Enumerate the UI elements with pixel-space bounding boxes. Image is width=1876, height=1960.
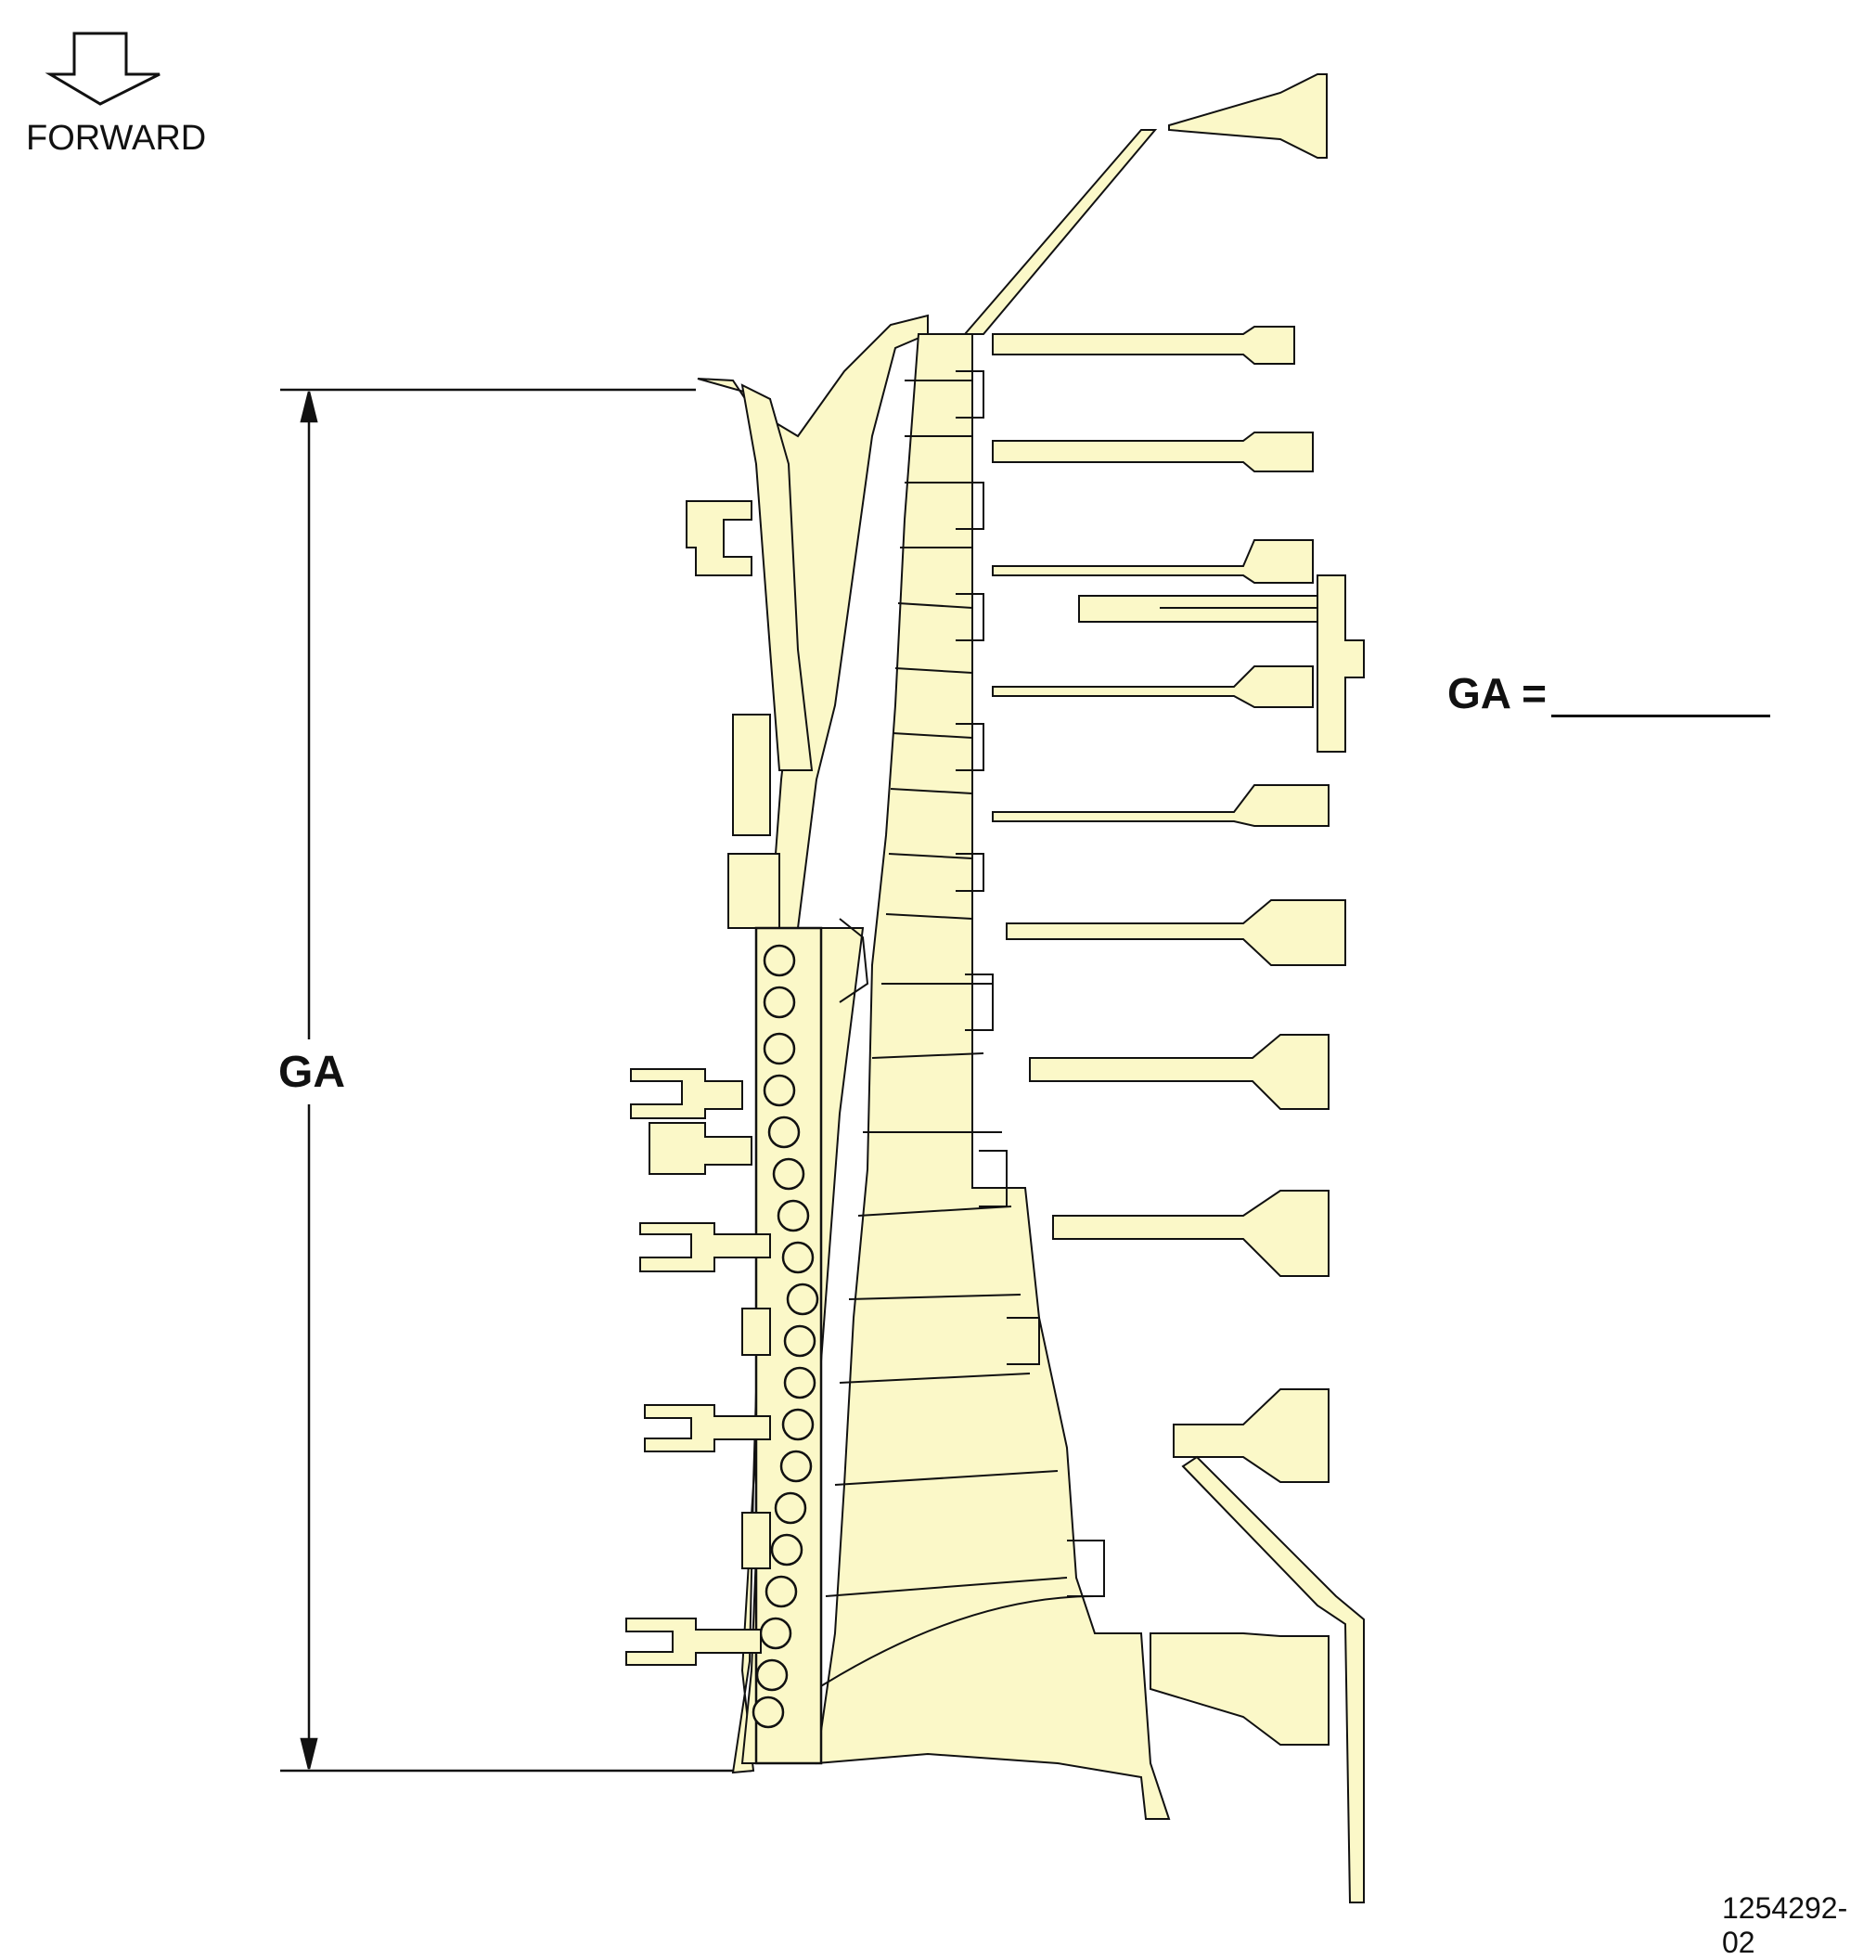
ga-dimension — [280, 388, 752, 1773]
ga-dimension-label: GA — [278, 1048, 345, 1097]
figure-id: 1254292-02 — [1722, 1891, 1848, 1959]
forward-arrow-icon — [45, 32, 161, 106]
ga-value-blank[interactable] — [1551, 715, 1770, 717]
inner-details — [839, 370, 1105, 1597]
actuator-arms — [625, 1068, 771, 1666]
probe — [1078, 574, 1365, 753]
support-struts — [686, 383, 814, 929]
stage-separators — [816, 380, 1096, 1690]
rotor-disks — [962, 73, 1365, 1903]
ga-equation-label: GA = — [1447, 669, 1547, 717]
forward-label: FORWARD — [26, 119, 207, 158]
